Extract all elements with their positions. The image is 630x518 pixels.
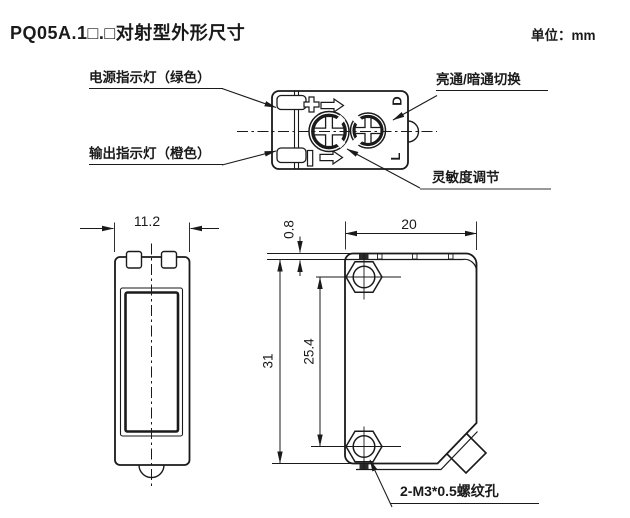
light-dark-leader-line <box>392 95 438 121</box>
output-indicator-window <box>276 147 307 164</box>
power-indicator-window <box>276 94 307 111</box>
top-lug-right <box>160 250 178 269</box>
front-view-drawing: 20 0.8 31 25.4 <box>261 216 488 508</box>
lip-dim: 0.8 <box>282 220 297 239</box>
unit-label: 单位：mm <box>531 28 596 43</box>
page-title: PQ05A.1□.□对射型外形尺寸 <box>10 23 246 43</box>
hole-pitch-dim: 25.4 <box>302 338 317 365</box>
top-view-drawing: D L <box>221 87 438 189</box>
thread-hole-note: 2-M3*0.5螺纹孔 <box>390 481 539 504</box>
side-width-dim: 11.2 <box>134 213 160 229</box>
light-dark-switch-label: 亮通/暗通切换 <box>436 68 548 91</box>
cw-arrow-bottom <box>319 149 344 166</box>
height-dim: 31 <box>261 353 276 368</box>
output-indicator-label: 输出指示灯（橙色） <box>89 142 223 165</box>
top-lug-left <box>125 250 143 269</box>
power-leader-line <box>221 87 277 109</box>
side-view-drawing: 11.2 <box>80 213 219 489</box>
lens-bump <box>407 120 420 143</box>
sensitivity-adjust-label: 灵敏度调节 <box>420 166 551 190</box>
side-view-body <box>114 256 191 466</box>
dial-light-mark: L <box>388 152 403 160</box>
light-dark-dial <box>349 112 387 149</box>
front-width-dim: 20 <box>401 216 417 232</box>
dial-dark-mark: D <box>390 96 405 105</box>
plus-mark <box>303 96 320 113</box>
output-leader-line <box>221 150 277 166</box>
minus-mark <box>306 149 314 167</box>
cw-arrow-top <box>320 97 345 114</box>
power-indicator-label: 电源指示灯（绿色） <box>89 66 223 89</box>
sensitivity-leader-line <box>346 148 421 189</box>
thread-note-leader-line <box>369 459 393 508</box>
